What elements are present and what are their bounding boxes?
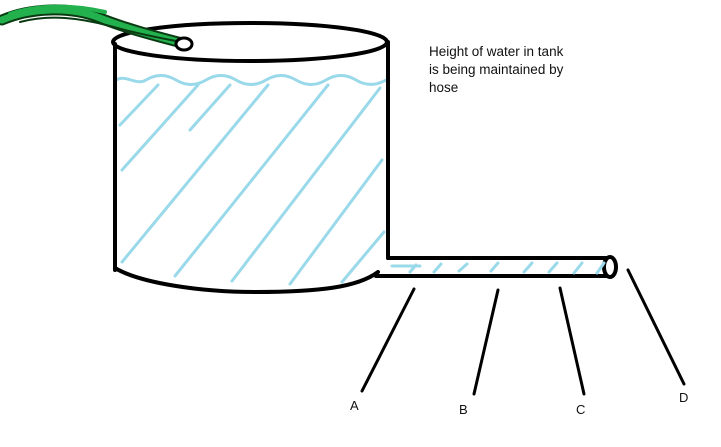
pointer-lines (360, 268, 686, 396)
label-b: B (459, 402, 468, 417)
annotation-line-1: Height of water in tank (429, 44, 564, 59)
label-d: D (679, 390, 689, 405)
annotation-text: Height of water in tank is being maintai… (429, 43, 629, 97)
pointer-line-a (360, 287, 416, 393)
water-surface-line (115, 74, 389, 86)
label-a: A (350, 398, 359, 413)
annotation-line-3: hose (429, 80, 459, 95)
tank-water-hatching (118, 83, 386, 286)
hose (0, 4, 194, 52)
pointer-line-b (472, 288, 500, 396)
pointer-line-c (558, 286, 586, 396)
pipe-outline (374, 255, 618, 279)
annotation-line-2: is being maintained by (429, 62, 564, 77)
pipe-water-hatching (390, 261, 606, 275)
pointer-line-d (626, 268, 686, 386)
tank-outline (111, 21, 390, 295)
label-c: C (576, 402, 586, 417)
